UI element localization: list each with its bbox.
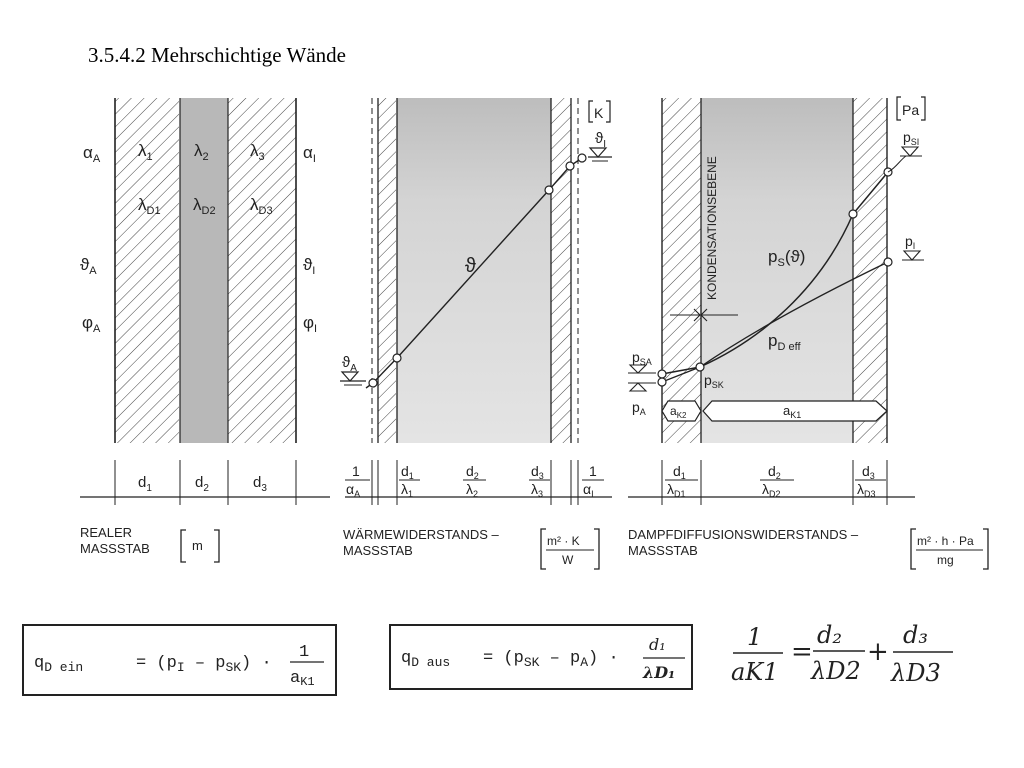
vapor-unit-num: m² · h · Pa xyxy=(917,534,974,548)
lambda-d3: λD3 xyxy=(250,195,273,217)
thermal-frac-4-num: d3 xyxy=(531,463,544,481)
f3-eq: = xyxy=(791,637,813,667)
thermal-frac-1-den: αA xyxy=(346,481,360,499)
psa-label: pSA xyxy=(632,349,652,367)
handwritten-formula: 1 aK1 = d₂ λD2 + d₃ λD3 xyxy=(731,621,953,687)
saturation-pressure-curve xyxy=(661,171,889,375)
condensation-plane-label: KONDENSATIONSEBENE xyxy=(705,156,719,300)
dim-d1: d1 xyxy=(138,474,152,494)
f2-rhs: = (pSK – pA) · xyxy=(483,649,619,670)
alpha-i-label: αI xyxy=(303,143,316,165)
panel-vapor-scale: KONDENSATIONSEBENE pS(ϑ) pD eff pSA pSK … xyxy=(628,96,989,570)
thermal-frac-2-num: d1 xyxy=(401,463,414,481)
vapor-unit-den: mg xyxy=(937,553,954,567)
thermal-caption-2: MASSSTAB xyxy=(343,543,413,558)
f3-t2-num: d₃ xyxy=(903,621,928,649)
real-caption-2: MASSSTAB xyxy=(80,541,150,556)
thermal-core-layer xyxy=(397,98,551,443)
lambda-d1: λD1 xyxy=(138,195,161,217)
real-caption-1: REALER xyxy=(80,525,132,540)
panel-thermal-scale: ϑ ϑI ϑA K 1 αA d1 λ1 d2 λ2 xyxy=(340,98,612,570)
lambda-d2: λD2 xyxy=(193,195,216,217)
theta-curve-label: ϑ xyxy=(465,255,476,277)
effective-vapor-pressure-line xyxy=(661,261,889,383)
formula-q-in: qD ein = (pI – pSK) · 1 aK1 xyxy=(34,643,324,689)
panel-real-scale: αA ϑA φA αI ϑI φI λ1 λ2 λ3 λD1 λD2 λD3 d… xyxy=(80,98,330,563)
layer-3 xyxy=(228,98,296,443)
f3-num: 1 xyxy=(747,623,762,651)
f3-den: aK1 xyxy=(731,658,779,686)
thermal-unit-top: K xyxy=(594,105,604,121)
lambda-1: λ1 xyxy=(138,141,153,163)
page-title: 3.5.4.2 Mehrschichtige Wände xyxy=(88,43,346,67)
thermal-unit-num: m² · K xyxy=(547,534,580,548)
vapor-frac-3-num: d3 xyxy=(862,463,875,481)
theta-a-label: ϑA xyxy=(80,255,97,277)
f3-plus: + xyxy=(867,637,889,667)
thermal-caption-1: WÄRMEWIDERSTANDS – xyxy=(343,527,500,542)
vapor-unit-top: Pa xyxy=(902,102,919,118)
layer-2 xyxy=(180,98,228,443)
ak1-arrow xyxy=(702,400,888,422)
alpha-a-label: αA xyxy=(83,143,101,165)
f2-lhs: qD aus xyxy=(401,649,450,670)
f2-frac-num: d₁ xyxy=(649,635,666,654)
thermal-theta-i: ϑI xyxy=(595,130,606,150)
f1-frac-num: 1 xyxy=(299,643,309,662)
vapor-frac-2-den: λD2 xyxy=(762,481,781,499)
f3-t1-den: λD2 xyxy=(810,657,861,685)
formula-box-q-out: qD aus = (pSK – pA) · d₁ λD₁ xyxy=(389,624,693,690)
ps-theta-label: pS(ϑ) xyxy=(768,247,805,269)
vapor-caption-2: MASSSTAB xyxy=(628,543,698,558)
phi-a-label: φA xyxy=(82,313,101,335)
f3-t2-den: λD3 xyxy=(890,659,941,687)
f1-lhs: qD ein xyxy=(34,654,83,675)
psk-label: pSK xyxy=(704,372,724,390)
thermal-frac-5-den: αI xyxy=(583,481,594,499)
pa-label: pA xyxy=(632,399,646,417)
f3-t1-num: d₂ xyxy=(817,621,842,649)
vapor-core-layer xyxy=(701,98,853,443)
theta-i-label: ϑI xyxy=(303,255,315,277)
thermal-frac-5-num: 1 xyxy=(589,463,597,479)
formula-q-out: qD aus = (pSK – pA) · d₁ λD₁ xyxy=(401,635,685,682)
pd-eff-label: pD eff xyxy=(768,331,801,353)
thermal-frac-4-den: λ3 xyxy=(531,481,543,499)
f1-rhs: = (pI – pSK) · xyxy=(136,654,272,675)
ak1-label: aK1 xyxy=(783,403,801,420)
ps-i-label: pSI xyxy=(903,129,919,147)
thermal-theta-a: ϑA xyxy=(342,354,357,374)
vapor-frac-1-num: d1 xyxy=(673,463,686,481)
formula-box-q-in: qD ein = (pI – pSK) · 1 aK1 xyxy=(22,624,337,696)
dim-d2: d2 xyxy=(195,474,209,494)
thermal-frac-2-den: λ1 xyxy=(401,481,413,499)
p-i-label: pI xyxy=(905,233,915,251)
phi-i-label: φI xyxy=(303,313,317,335)
thermal-frac-3-num: d2 xyxy=(466,463,479,481)
vapor-frac-2-num: d2 xyxy=(768,463,781,481)
f2-frac-den: λD₁ xyxy=(642,663,675,682)
vapor-caption-1: DAMPFDIFFUSIONSWIDERSTANDS – xyxy=(628,527,859,542)
vapor-frac-3-den: λD3 xyxy=(857,481,876,499)
ak2-arrow xyxy=(661,400,702,422)
f1-frac-den: aK1 xyxy=(290,669,315,689)
lambda-2: λ2 xyxy=(194,141,209,163)
thermal-frac-1-num: 1 xyxy=(352,463,360,479)
dim-d3: d3 xyxy=(253,474,267,494)
thermal-frac-3-den: λ2 xyxy=(466,481,478,499)
layer-1 xyxy=(115,98,179,443)
ak2-label: aK2 xyxy=(670,404,687,420)
real-unit: m xyxy=(192,538,203,553)
lambda-3: λ3 xyxy=(250,141,265,163)
vapor-frac-1-den: λD1 xyxy=(667,481,686,499)
thermal-unit-den: W xyxy=(562,553,574,567)
